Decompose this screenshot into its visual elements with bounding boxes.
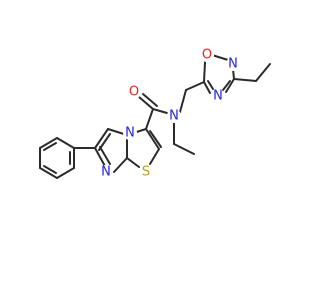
atom-n-oxadiazole-top: N	[226, 57, 240, 72]
bond	[56, 137, 75, 149]
atom-n-bridge: N	[123, 126, 137, 141]
bond	[225, 78, 235, 93]
bond	[255, 63, 271, 82]
atom-n-amide: N	[167, 109, 181, 124]
atom-s-thiazole: S	[139, 165, 153, 180]
bond	[126, 157, 140, 168]
bond	[113, 157, 128, 173]
atom-label-o: O	[129, 85, 139, 100]
bond	[138, 96, 154, 110]
atom-label-s: S	[142, 165, 150, 180]
bond	[99, 146, 111, 165]
bond	[94, 128, 109, 149]
bond	[39, 167, 58, 179]
atom-layer: O N O N N N N S	[99, 48, 240, 180]
atom-n-imidazole: N	[99, 165, 113, 180]
atom-label-n: N	[213, 89, 223, 104]
atom-label-n: N	[101, 165, 111, 180]
atom-label-n: N	[125, 126, 135, 141]
bond	[179, 89, 187, 113]
atom-o-carbonyl: O	[127, 85, 141, 100]
atom-o-oxadiazole: O	[200, 48, 214, 63]
bond	[233, 78, 257, 82]
atom-label-n: N	[169, 109, 179, 124]
bond	[145, 108, 154, 130]
bond	[152, 108, 168, 114]
bond	[39, 137, 58, 149]
bond-layer	[39, 54, 271, 179]
bond	[149, 130, 162, 148]
bond	[185, 81, 205, 91]
bond	[145, 128, 160, 150]
bond	[43, 142, 57, 151]
atom-label-n: N	[228, 57, 238, 72]
bond	[173, 143, 195, 155]
atom-label-o: O	[202, 48, 212, 63]
bond	[203, 81, 211, 94]
bond	[207, 80, 214, 90]
bond	[211, 54, 229, 61]
bond	[43, 165, 57, 174]
bond	[222, 80, 231, 91]
bond	[142, 93, 158, 107]
bond	[203, 61, 206, 83]
atom-n-oxadiazole-bottom: N	[211, 89, 225, 104]
bond	[149, 148, 160, 165]
bond	[56, 167, 75, 179]
bond	[94, 147, 107, 169]
molecule-structure: O N O N N N N S	[39, 48, 271, 180]
